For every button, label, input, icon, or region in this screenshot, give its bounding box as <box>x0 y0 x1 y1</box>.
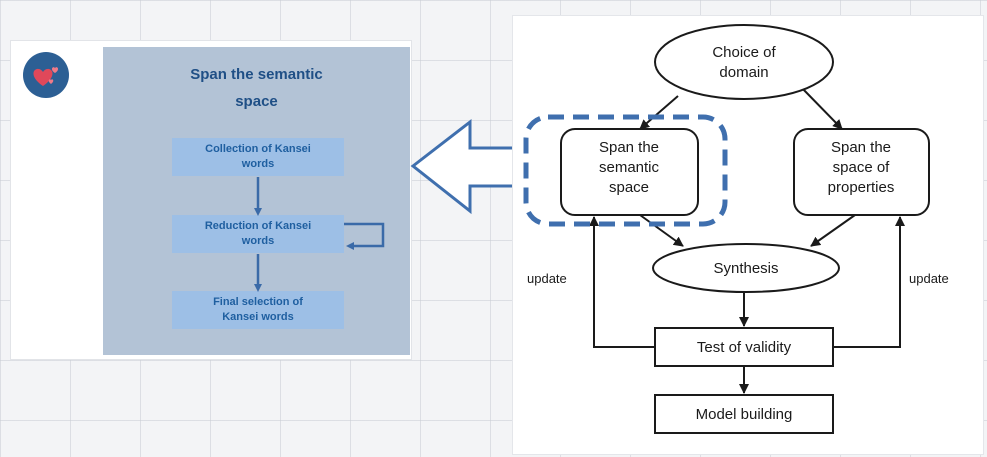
step-reduction: Reduction of Kansei words <box>172 215 344 253</box>
test-validity-label: Test of validity <box>697 339 792 356</box>
step-final-selection: Final selection of Kansei words <box>172 291 344 329</box>
node-model-building <box>654 394 834 434</box>
update-label-left: update <box>527 271 567 286</box>
choice-domain-line1: Choice of <box>712 44 776 61</box>
synthesis-label: Synthesis <box>713 260 778 277</box>
node-span-properties <box>793 128 930 216</box>
dashed-highlight <box>523 114 728 227</box>
update-label-right: update <box>909 271 949 286</box>
step-collection: Collection of Kansei words <box>172 138 344 176</box>
span-semantic-line3: space <box>609 179 649 196</box>
arrow-domain-to-properties <box>799 85 843 130</box>
node-test-of-validity <box>654 327 834 367</box>
card-title-line2: space <box>235 93 278 110</box>
card-title-line1: Span the semantic <box>190 66 323 83</box>
update-loop-left <box>589 216 655 348</box>
model-building-label: Model building <box>696 406 793 423</box>
arrow-properties-to-synthesis <box>810 214 856 247</box>
span-properties-line1: Span the <box>831 139 891 156</box>
arrow-domain-to-semantic <box>639 95 679 130</box>
span-properties-line2: space of <box>833 159 891 176</box>
span-semantic-line2: semantic <box>599 159 660 176</box>
choice-domain-line2: domain <box>719 64 768 81</box>
node-synthesis <box>652 243 840 293</box>
span-properties-line3: properties <box>828 179 895 196</box>
steps-arrows <box>254 177 385 292</box>
span-semantic-line1: Span the <box>599 139 659 156</box>
node-choice-of-domain <box>654 24 834 100</box>
kansei-steps-card: Span the semantic space Collection of Ka… <box>103 47 410 355</box>
loop-arrow-reduction <box>344 222 385 250</box>
hearts-icon <box>23 52 69 98</box>
arrow-semantic-to-synthesis <box>639 214 684 247</box>
update-loop-right <box>833 216 905 348</box>
node-span-semantic <box>560 128 699 216</box>
